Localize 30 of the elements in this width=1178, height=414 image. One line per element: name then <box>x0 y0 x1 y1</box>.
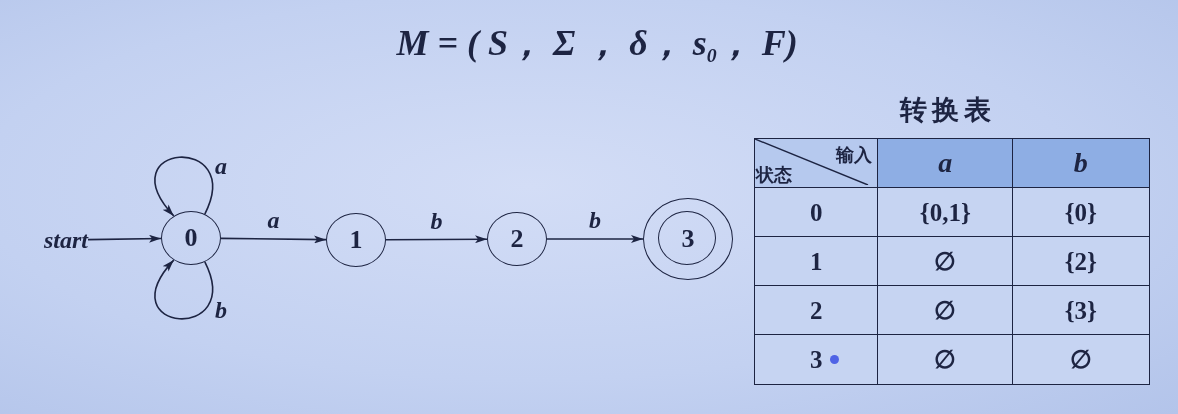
header-cell: b <box>1012 138 1150 189</box>
table-cell: ∅ <box>877 334 1014 385</box>
table-title: 转换表 <box>900 96 996 124</box>
edge-label: a <box>215 154 227 178</box>
table-cell: 1 <box>754 236 879 287</box>
loop-arrow <box>154 259 213 320</box>
edge-label: b <box>215 298 227 322</box>
arrow <box>220 235 327 244</box>
table-cell: {0} <box>1012 187 1150 238</box>
edge-label: b <box>589 208 601 232</box>
table-cell: ∅ <box>877 236 1014 287</box>
column-heading: 输入 <box>835 146 872 164</box>
title: M = ( S， Σ ， δ， s$_{0}$， F) <box>396 24 798 66</box>
table-cell: {0,1} <box>877 187 1014 238</box>
table-cell: ∅ <box>877 285 1014 336</box>
loop-arrow <box>154 156 213 217</box>
table-cell: 2 <box>754 285 879 336</box>
arrow <box>546 235 644 243</box>
row-heading: 状态 <box>756 165 792 184</box>
table-cell: ∅ <box>1012 334 1150 385</box>
table-cell: {3} <box>1012 285 1150 336</box>
arrow <box>87 234 162 243</box>
arrow <box>385 235 488 244</box>
edge-label: a <box>267 208 280 232</box>
start-label: start <box>44 228 88 252</box>
edge-label: b <box>430 208 443 233</box>
table-cell: 0 <box>754 187 879 238</box>
header-cell: a <box>877 138 1014 189</box>
table-cell: {2} <box>1012 236 1150 287</box>
row-label: 3 <box>810 346 823 372</box>
